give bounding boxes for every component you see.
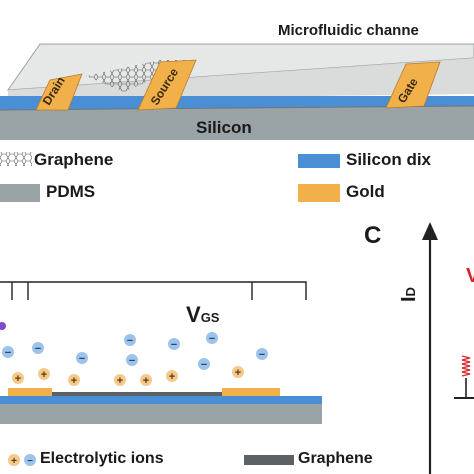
svg-text:−: − (201, 359, 207, 371)
svg-text:−: − (259, 349, 265, 361)
panel-c-red-mark: V (466, 265, 474, 287)
legend-silicon-dioxide-label: Silicon dix (346, 150, 432, 169)
vgs-sub: GS (200, 310, 220, 325)
svg-text:+: + (71, 375, 77, 387)
anion: − (2, 346, 14, 359)
anion: − (126, 354, 138, 367)
svg-text:−: − (127, 335, 133, 347)
id-main: I (398, 296, 420, 302)
anion: − (198, 358, 210, 371)
legend-anion-icon: − (24, 454, 36, 467)
legend-ions-label: Electrolytic ions (40, 450, 164, 467)
cation: + (114, 374, 126, 387)
gate-pad (222, 388, 280, 396)
svg-text:−: − (35, 343, 41, 355)
vgs-main: V (186, 302, 201, 327)
drain-source-pad (8, 388, 52, 396)
sio2-strip (0, 396, 322, 404)
anion: − (32, 342, 44, 355)
svg-text:−: − (27, 456, 33, 467)
cation: + (68, 374, 80, 387)
legend-graphene-swatch (0, 152, 32, 166)
svg-text:−: − (129, 355, 135, 367)
electrolyte-bath (0, 300, 322, 392)
legend-graphene-bar (244, 455, 294, 465)
svg-text:−: − (171, 339, 177, 351)
anion: − (124, 334, 136, 347)
id-axis-arrow (422, 222, 438, 240)
device-illustration: Drain Source Gate (0, 43, 474, 140)
panel-c-plot: V (422, 222, 474, 474)
svg-text:+: + (15, 373, 21, 385)
anion: − (76, 352, 88, 365)
analyte-particle (0, 322, 6, 330)
silicon-label: Silicon (196, 118, 252, 137)
svg-text:+: + (11, 456, 17, 467)
graphene-strip (52, 392, 222, 396)
svg-text:+: + (143, 375, 149, 387)
silicon-strip (0, 404, 322, 424)
gate-electrode: Gate (385, 61, 441, 109)
legend-cation-icon: + (8, 454, 20, 467)
cation: + (140, 374, 152, 387)
cation: + (12, 372, 24, 385)
microfluidic-channel-label: Microfluidic channe (278, 22, 419, 39)
legend-pdms-swatch (0, 184, 40, 202)
svg-text:−: − (209, 333, 215, 345)
legend-bottom: + − (8, 454, 294, 467)
anion: − (206, 332, 218, 345)
legend-top (0, 152, 340, 202)
svg-text:+: + (117, 375, 123, 387)
svg-text:−: − (79, 353, 85, 365)
legend-gold-label: Gold (346, 182, 385, 201)
svg-text:−: − (5, 347, 11, 359)
svg-text:+: + (235, 367, 241, 379)
legend-gold-swatch (298, 184, 340, 202)
vgs-label: VGS (186, 302, 219, 328)
legend-sio2-swatch (298, 154, 340, 168)
cation: + (38, 368, 50, 381)
electrode-stack (0, 388, 322, 424)
anion: − (168, 338, 180, 351)
legend-graphene-bottom-label: Graphene (298, 450, 373, 467)
anion: − (256, 348, 268, 361)
legend-graphene-label: Graphene (34, 150, 114, 169)
legend-pdms-label: PDMS (46, 182, 96, 201)
svg-text:+: + (169, 371, 175, 383)
silicon-substrate (0, 106, 474, 140)
panel-c-letter: C (364, 222, 382, 249)
id-sub: D (403, 287, 418, 297)
svg-text:+: + (41, 369, 47, 381)
drain-current-axis-label: ID (398, 287, 421, 302)
spring-icon (461, 355, 471, 377)
ion-cloud: − − − − − − − − − + + + + + + + (2, 332, 268, 387)
cation: + (232, 366, 244, 379)
electrolyte-well (0, 300, 322, 392)
cation: + (166, 370, 178, 383)
